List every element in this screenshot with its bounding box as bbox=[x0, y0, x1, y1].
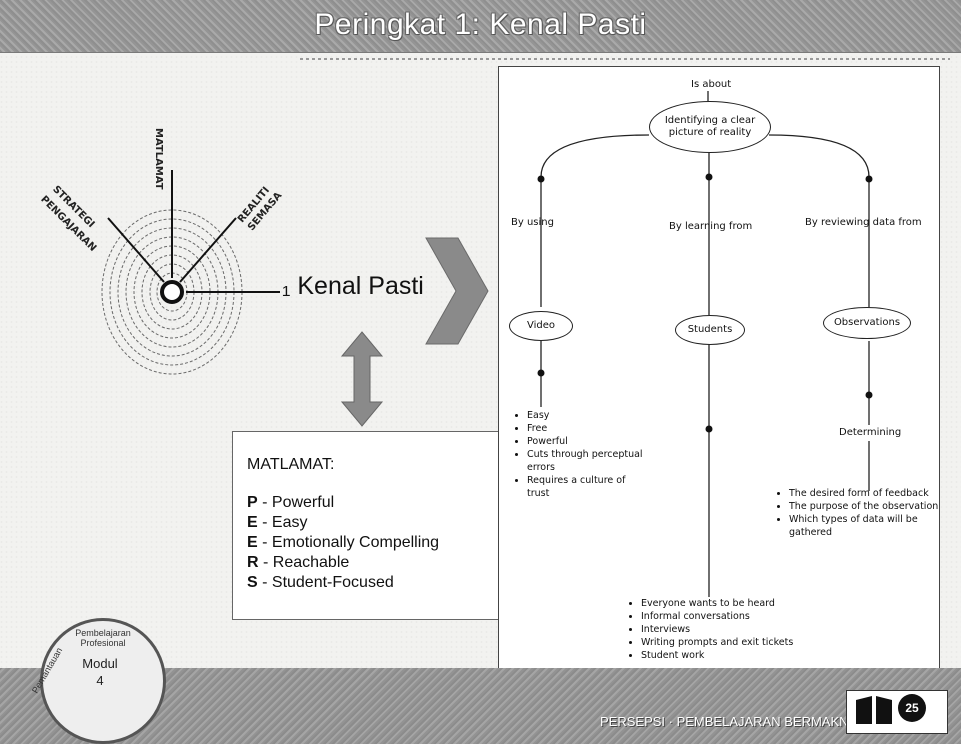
list-item: The purpose of the observation bbox=[789, 500, 949, 513]
title-divider bbox=[300, 58, 950, 60]
cm-node-observations: Observations bbox=[823, 307, 911, 339]
fingerprint-target-diagram bbox=[101, 170, 280, 375]
badge-arc-text: Pembelajaran Profesional bbox=[75, 628, 131, 648]
matlamat-item: E - Emotionally Compelling bbox=[247, 534, 440, 551]
cm-link-label: Determining bbox=[839, 427, 902, 438]
modul-badge bbox=[40, 618, 166, 744]
list-item: Cuts through perceptual errors bbox=[527, 448, 647, 474]
list-item: Student work bbox=[641, 649, 861, 662]
modul-label: Modul bbox=[82, 656, 118, 671]
cm-link-label: By using bbox=[511, 217, 554, 228]
matlamat-box: MATLAMAT: P - Powerful E - Easy E - Emot… bbox=[232, 431, 499, 620]
matlamat-item: E - Easy bbox=[247, 514, 308, 531]
logo-number: 25 bbox=[898, 694, 926, 722]
cm-link-label: By learning from bbox=[669, 221, 753, 232]
list-item: Powerful bbox=[527, 435, 647, 448]
kenal-pasti-label: ₁ Kenal Pasti bbox=[282, 272, 424, 300]
matlamat-item: R - Reachable bbox=[247, 554, 350, 571]
list-item: Everyone wants to be heard bbox=[641, 597, 861, 610]
list-item: The desired form of feedback bbox=[789, 487, 949, 500]
list-item: Which types of data will be gathered bbox=[789, 513, 949, 539]
cm-top-label: Is about bbox=[691, 79, 732, 90]
slide-title: Peringkat 1: Kenal Pasti bbox=[314, 8, 647, 41]
ray-label-matlamat: MATLAMAT bbox=[153, 128, 164, 190]
modul-number: 4 bbox=[96, 673, 104, 688]
concept-map: Is about Identifying a clear picture of … bbox=[498, 66, 940, 684]
ray-realiti bbox=[179, 217, 237, 283]
matlamat-heading: MATLAMAT: bbox=[247, 456, 335, 473]
list-item: Easy bbox=[527, 409, 647, 422]
cm-list-observations: The desired form of feedback The purpose… bbox=[777, 487, 949, 539]
cm-list-video: Easy Free Powerful Cuts through perceptu… bbox=[515, 409, 647, 500]
concept-map-connectors bbox=[537, 91, 873, 597]
cm-node-students: Students bbox=[675, 315, 745, 345]
cm-node-video: Video bbox=[509, 311, 573, 341]
cm-link-label: By reviewing data from bbox=[805, 217, 922, 228]
double-arrow-icon bbox=[340, 331, 384, 427]
list-item: Informal conversations bbox=[641, 610, 861, 623]
target-ring bbox=[160, 280, 184, 304]
list-item: Free bbox=[527, 422, 647, 435]
cm-list-students: Everyone wants to be heard Informal conv… bbox=[629, 597, 861, 662]
cm-root-node: Identifying a clear picture of reality bbox=[649, 101, 771, 153]
title-bar bbox=[0, 0, 961, 53]
list-item: Interviews bbox=[641, 623, 861, 636]
list-item: Requires a culture of trust bbox=[527, 474, 647, 500]
matlamat-item: P - Powerful bbox=[247, 494, 335, 511]
logo-mark-icon bbox=[856, 696, 892, 724]
list-item: Writing prompts and exit tickets bbox=[641, 636, 861, 649]
chevron-right-icon bbox=[425, 237, 489, 345]
matlamat-item: S - Student-Focused bbox=[247, 574, 394, 591]
ray-strategi bbox=[107, 217, 165, 283]
footer-text: PERSEPSI · PEMBELAJARAN BERMAKNA bbox=[600, 714, 858, 729]
